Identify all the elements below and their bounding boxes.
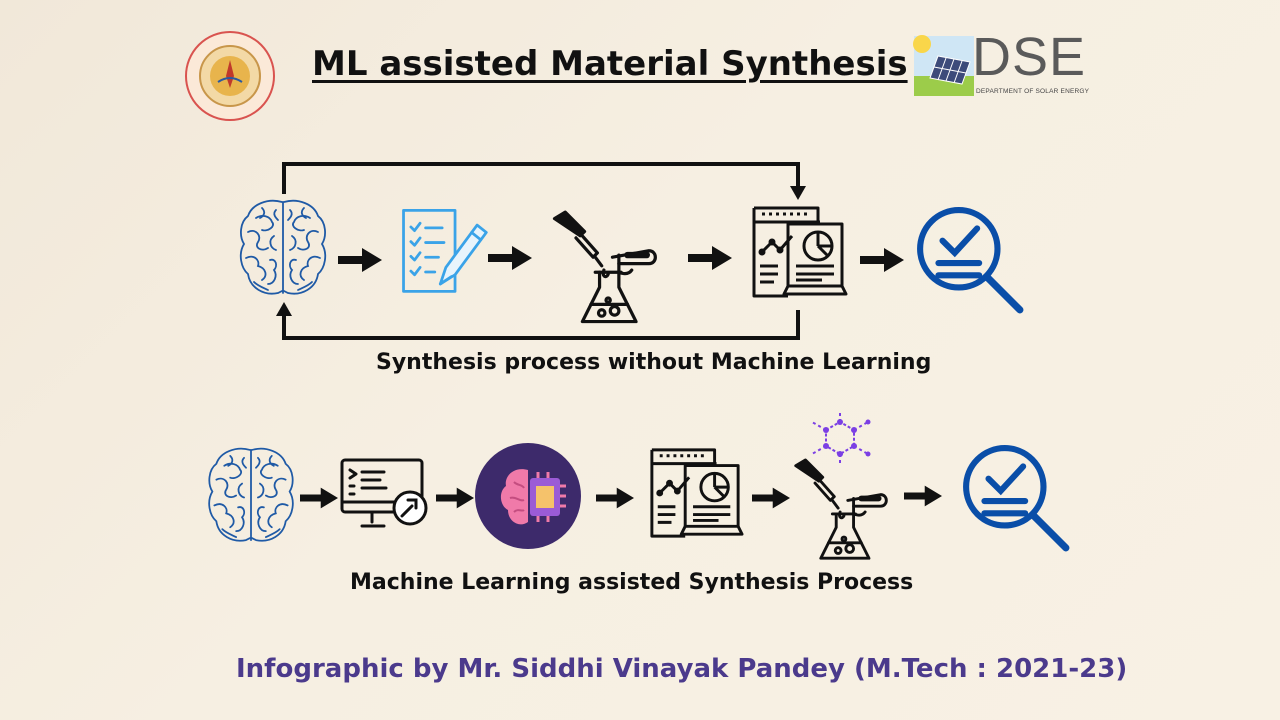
page-title: ML assisted Material Synthesis bbox=[312, 44, 908, 84]
brain-icon bbox=[238, 196, 328, 301]
caption-with-ml: Machine Learning assisted Synthesis Proc… bbox=[350, 570, 914, 595]
dse-logo-subtext: DEPARTMENT OF SOLAR ENERGY bbox=[976, 88, 1090, 95]
checklist-icon bbox=[398, 202, 490, 296]
arrow-right-icon bbox=[488, 246, 532, 270]
data-report-icon bbox=[748, 202, 848, 302]
caption-without-ml: Synthesis process without Machine Learni… bbox=[376, 350, 932, 375]
arrow-right-icon bbox=[436, 487, 474, 509]
search-check-icon bbox=[914, 204, 1026, 316]
molecule-icon bbox=[811, 412, 871, 466]
lab-flask-icon bbox=[790, 458, 894, 564]
arrow-right-icon bbox=[300, 487, 338, 509]
arrow-right-icon bbox=[338, 248, 382, 272]
arrow-right-icon bbox=[752, 487, 790, 509]
ai-brain-chip-icon bbox=[475, 443, 581, 549]
arrow-right-icon bbox=[860, 248, 904, 272]
dse-logo-graphic bbox=[913, 35, 974, 96]
search-check-icon bbox=[960, 442, 1072, 554]
university-seal-logo bbox=[185, 31, 275, 121]
infographic-credit: Infographic by Mr. Siddhi Vinayak Pandey… bbox=[236, 654, 1128, 684]
data-report-icon bbox=[646, 444, 744, 542]
computer-settings-icon bbox=[340, 458, 428, 528]
arrow-right-icon bbox=[688, 246, 732, 270]
arrow-right-icon bbox=[596, 487, 634, 509]
arrow-right-icon bbox=[904, 485, 942, 507]
lab-flask-icon bbox=[548, 210, 664, 328]
brain-icon bbox=[206, 444, 296, 548]
dse-logo-text: DSE bbox=[972, 27, 1087, 87]
